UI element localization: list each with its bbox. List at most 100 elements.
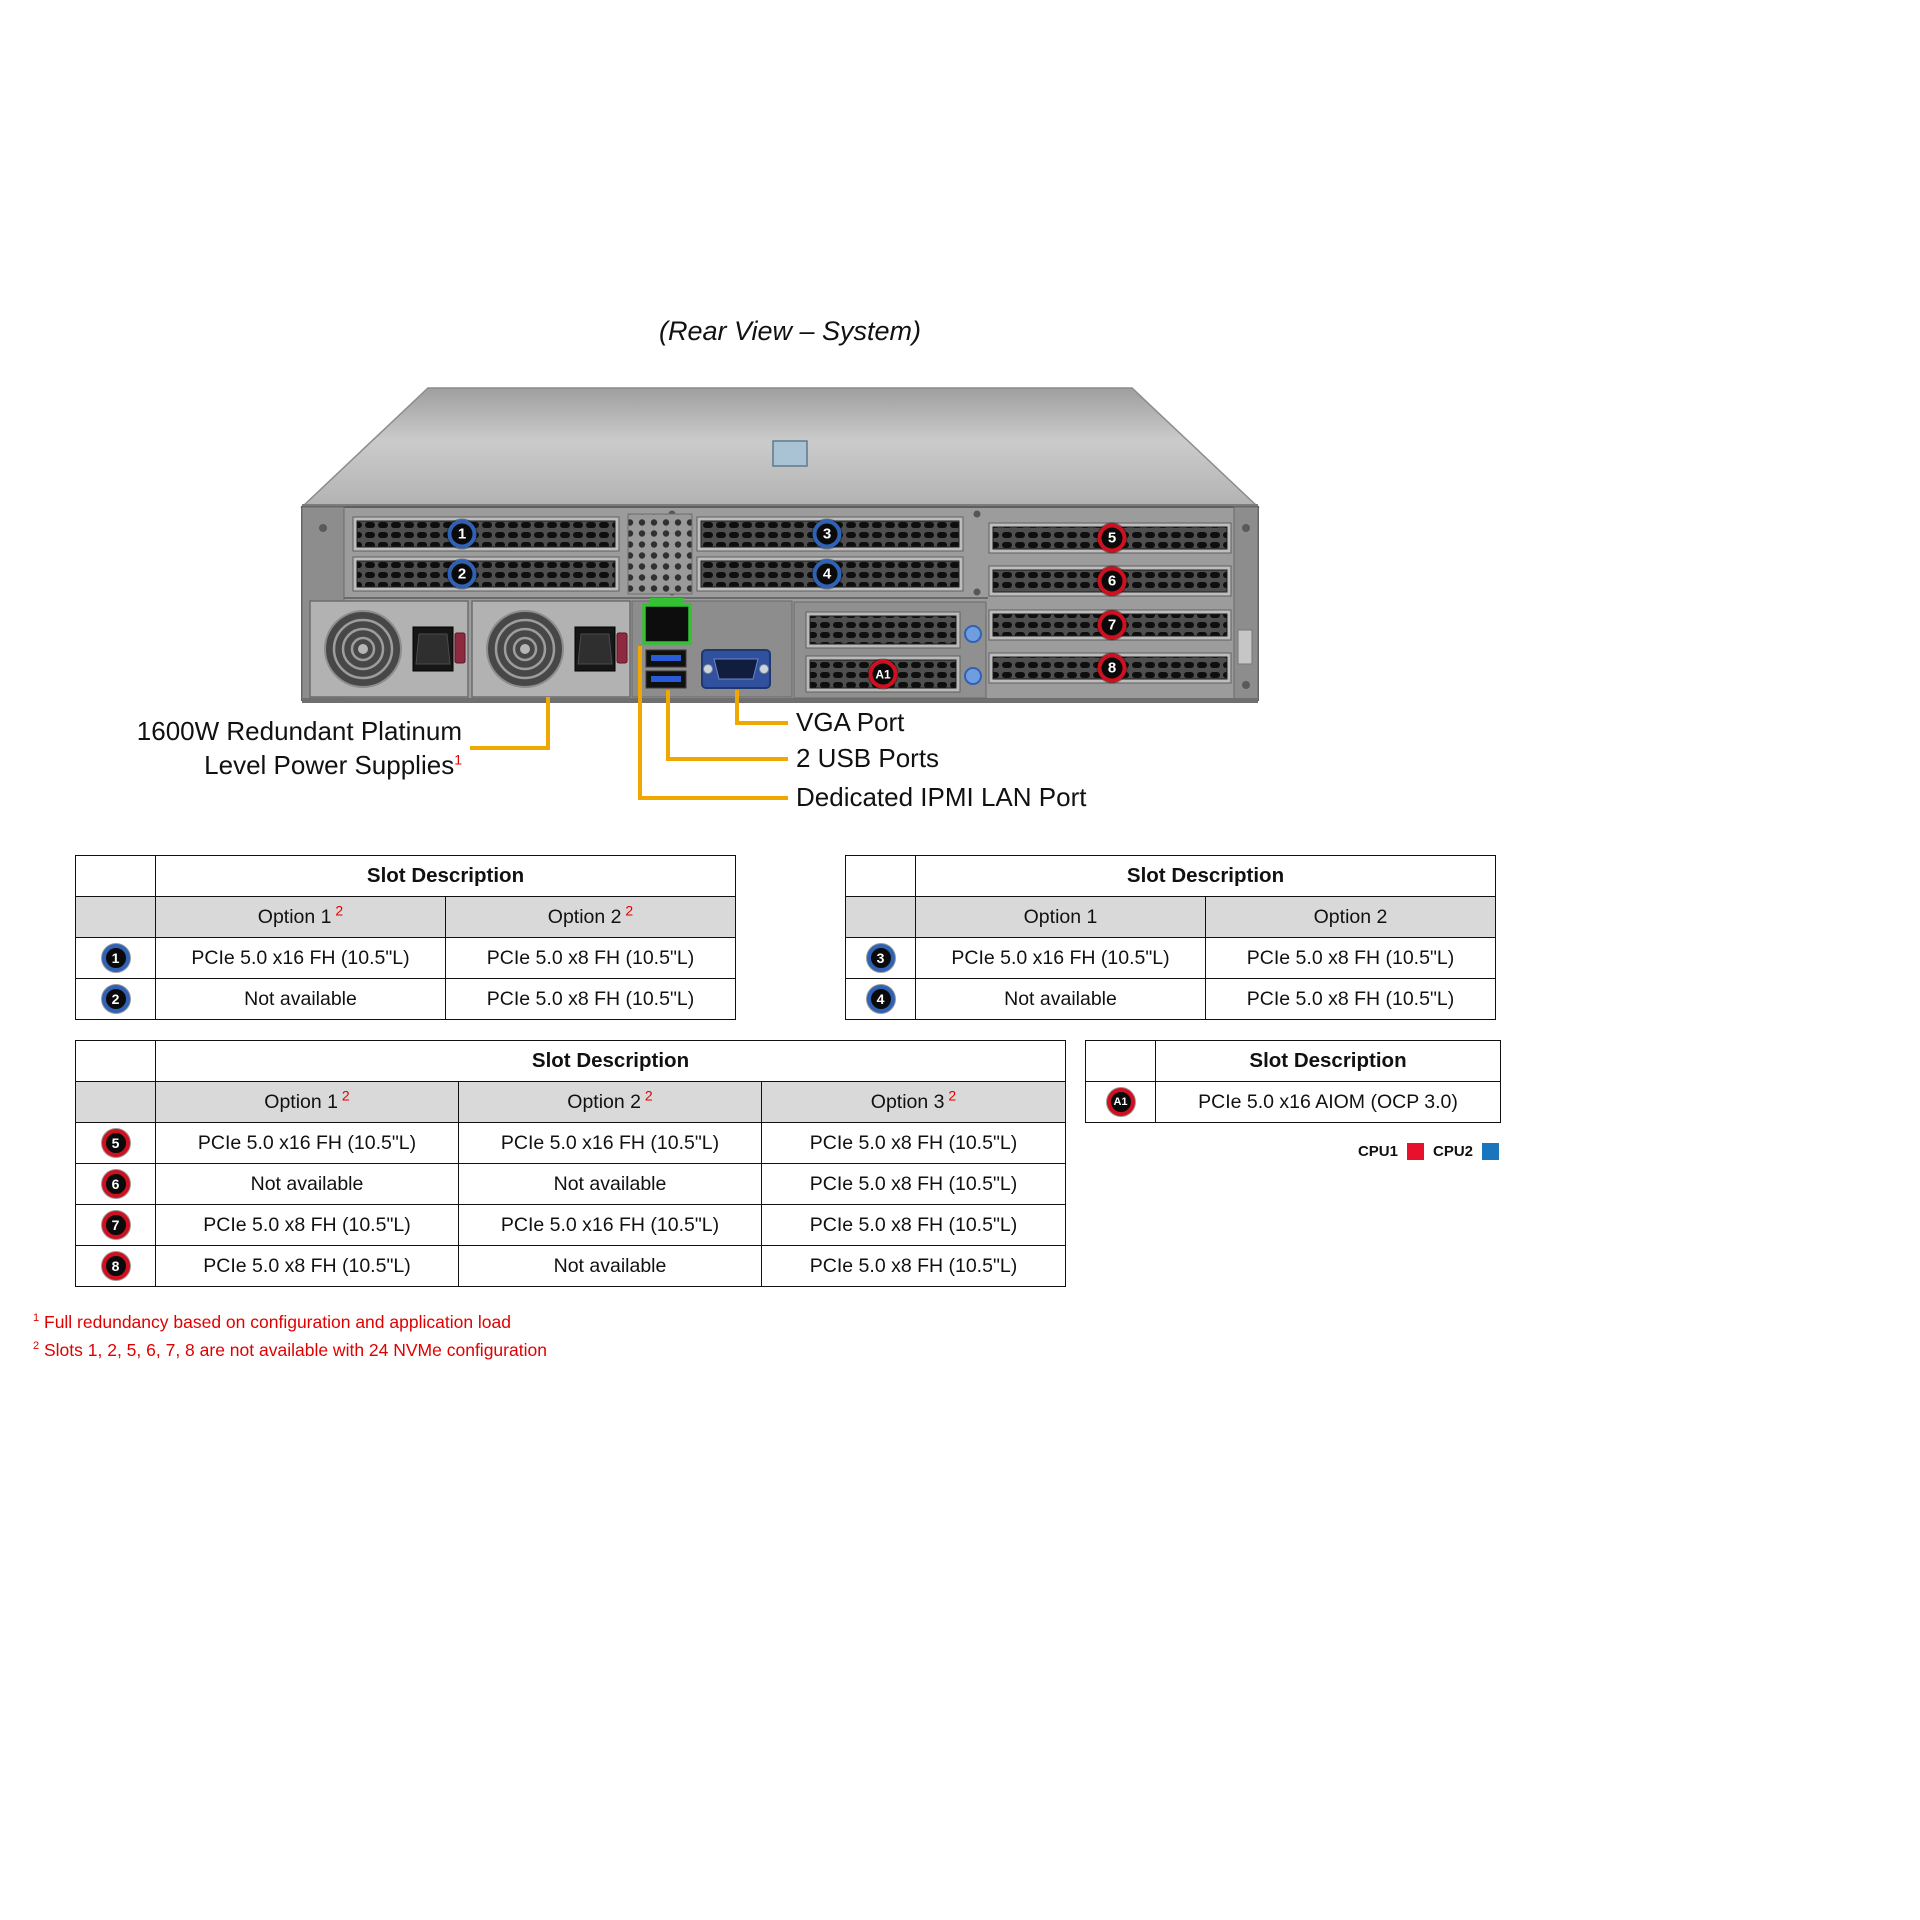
table-row: Option 1 2 Option 2 2 bbox=[75, 896, 736, 938]
callout-psu-line2: Level Power Supplies1 bbox=[204, 750, 462, 780]
table-row: Slot Description bbox=[75, 855, 736, 897]
slot-table-1-2: Slot Description Option 1 2 Option 2 2 1… bbox=[75, 855, 736, 1020]
table-row: Option 1 2 Option 2 2 Option 3 2 bbox=[75, 1081, 1067, 1123]
table-cell: PCIe 5.0 x8 FH (10.5"L) bbox=[445, 978, 736, 1020]
chassis-lid bbox=[300, 387, 1260, 508]
right-rail bbox=[1233, 506, 1259, 701]
psu-clip bbox=[454, 632, 466, 664]
slot-badge: 4 bbox=[866, 985, 895, 1013]
table-header: Slot Description bbox=[1155, 1040, 1501, 1082]
table-cell: PCIe 5.0 x8 FH (10.5"L) bbox=[445, 937, 736, 979]
latch bbox=[1237, 629, 1253, 665]
slot-table-a1: Slot Description A1 PCIe 5.0 x16 AIOM (O… bbox=[1085, 1040, 1501, 1123]
table-row: A1 PCIe 5.0 x16 AIOM (OCP 3.0) bbox=[1085, 1081, 1501, 1123]
footnotes: 1 Full redundancy based on configuration… bbox=[33, 1306, 547, 1362]
diagram-title: (Rear View – System) bbox=[658, 316, 922, 346]
slot-2-badge: 2 bbox=[447, 559, 477, 589]
table-row: Slot Description bbox=[845, 855, 1496, 897]
pcie-slot-vent-1 bbox=[352, 516, 620, 552]
thumbscrew-blue-2 bbox=[964, 667, 982, 685]
vent-hole-cluster bbox=[627, 513, 693, 595]
table-cell: Not available bbox=[458, 1245, 762, 1287]
power-supply-1 bbox=[309, 600, 469, 698]
table-row: 7 PCIe 5.0 x8 FH (10.5"L) PCIe 5.0 x16 F… bbox=[75, 1204, 1067, 1246]
empty-cell bbox=[1085, 1040, 1156, 1082]
callout-vga-label: VGA Port bbox=[796, 707, 905, 737]
table-cell: PCIe 5.0 x8 FH (10.5"L) bbox=[760, 1245, 1067, 1287]
empty-cell bbox=[75, 1040, 156, 1082]
badge-cell: 1 bbox=[75, 937, 156, 979]
slot-badge: 7 bbox=[101, 1211, 130, 1239]
empty-cell bbox=[845, 896, 916, 938]
badge-cell: 2 bbox=[75, 978, 156, 1020]
table-header: Slot Description bbox=[915, 855, 1496, 897]
slot-badge: 8 bbox=[101, 1252, 130, 1280]
empty-cell bbox=[845, 855, 916, 897]
table-row: 3 PCIe 5.0 x16 FH (10.5"L) PCIe 5.0 x8 F… bbox=[845, 937, 1496, 979]
screw bbox=[1242, 524, 1250, 532]
badge-cell: 6 bbox=[75, 1163, 156, 1205]
badge-cell: 7 bbox=[75, 1204, 156, 1246]
callout-line-ipmi bbox=[638, 646, 788, 800]
callout-lines bbox=[470, 646, 788, 800]
table-cell: PCIe 5.0 x8 FH (10.5"L) bbox=[1205, 937, 1496, 979]
slot-table-3-4: Slot Description Option 1 Option 2 3 PCI… bbox=[845, 855, 1496, 1020]
slot-8-badge: 8 bbox=[1097, 653, 1127, 683]
table-cell: PCIe 5.0 x16 FH (10.5"L) bbox=[458, 1204, 762, 1246]
table-header: Slot Description bbox=[155, 855, 736, 897]
lid-logo bbox=[772, 440, 808, 467]
table-row: Slot Description bbox=[1085, 1040, 1501, 1082]
column-header: Option 3 2 bbox=[760, 1081, 1067, 1123]
table-row: 8 PCIe 5.0 x8 FH (10.5"L) Not available … bbox=[75, 1245, 1067, 1287]
column-header: Option 2 bbox=[1205, 896, 1496, 938]
slot-badge: 5 bbox=[101, 1129, 130, 1157]
table-row: 6 Not available Not available PCIe 5.0 x… bbox=[75, 1163, 1067, 1205]
screw bbox=[973, 510, 981, 518]
callout-psu-line1: 1600W Redundant Platinum bbox=[136, 716, 462, 746]
cpu2-color-swatch bbox=[1482, 1143, 1499, 1160]
table-row: Option 1 Option 2 bbox=[845, 896, 1496, 938]
badge-cell: 4 bbox=[845, 978, 916, 1020]
badge-cell: 8 bbox=[75, 1245, 156, 1287]
table-cell: PCIe 5.0 x8 FH (10.5"L) bbox=[1205, 978, 1496, 1020]
slot-badge: 3 bbox=[866, 944, 895, 972]
table-cell: PCIe 5.0 x16 FH (10.5"L) bbox=[155, 1122, 459, 1164]
vga-port bbox=[701, 649, 771, 689]
table-row: 2 Not available PCIe 5.0 x8 FH (10.5"L) bbox=[75, 978, 736, 1020]
badge-cell: A1 bbox=[1085, 1081, 1156, 1123]
table-cell: Not available bbox=[915, 978, 1206, 1020]
callout-ipmi-label: Dedicated IPMI LAN Port bbox=[796, 782, 1087, 812]
callout-line-psu bbox=[470, 697, 550, 750]
footnote-2: 2 Slots 1, 2, 5, 6, 7, 8 are not availab… bbox=[33, 1339, 547, 1360]
table-cell: Not available bbox=[155, 1163, 459, 1205]
io-panel bbox=[631, 598, 793, 698]
slot-5-badge: 5 bbox=[1097, 523, 1127, 553]
table-cell: PCIe 5.0 x8 FH (10.5"L) bbox=[155, 1204, 459, 1246]
slot-3-badge: 3 bbox=[812, 519, 842, 549]
table-cell: Not available bbox=[155, 978, 446, 1020]
callout-usb-label: 2 USB Ports bbox=[796, 743, 940, 773]
table-cell: PCIe 5.0 x16 AIOM (OCP 3.0) bbox=[1155, 1081, 1501, 1123]
pcie-slot-vent-2 bbox=[352, 556, 620, 592]
slot-7-badge: 7 bbox=[1097, 610, 1127, 640]
table-cell: PCIe 5.0 x16 FH (10.5"L) bbox=[458, 1122, 762, 1164]
pcie-slot-vent-8 bbox=[988, 652, 1232, 684]
empty-cell bbox=[75, 896, 156, 938]
slot-4-badge: 4 bbox=[812, 559, 842, 589]
slot-badge: A1 bbox=[1106, 1088, 1135, 1116]
column-header: Option 2 2 bbox=[458, 1081, 762, 1123]
cpu2-label: CPU2 bbox=[1432, 1143, 1473, 1160]
cpu1-color-swatch bbox=[1406, 1143, 1424, 1160]
table-cell: PCIe 5.0 x8 FH (10.5"L) bbox=[760, 1122, 1067, 1164]
table-cell: PCIe 5.0 x16 FH (10.5"L) bbox=[915, 937, 1206, 979]
power-supply-2 bbox=[471, 600, 631, 698]
thumbscrew-blue-1 bbox=[964, 625, 982, 643]
table-cell: PCIe 5.0 x8 FH (10.5"L) bbox=[760, 1163, 1067, 1205]
slot-badge: 1 bbox=[101, 944, 130, 972]
footnote-1: 1 Full redundancy based on configuration… bbox=[33, 1311, 511, 1332]
slot-badge: 2 bbox=[101, 985, 130, 1013]
callout-line-vga bbox=[735, 690, 788, 725]
column-header: Option 1 2 bbox=[155, 896, 446, 938]
callout-line-usb bbox=[666, 690, 788, 761]
